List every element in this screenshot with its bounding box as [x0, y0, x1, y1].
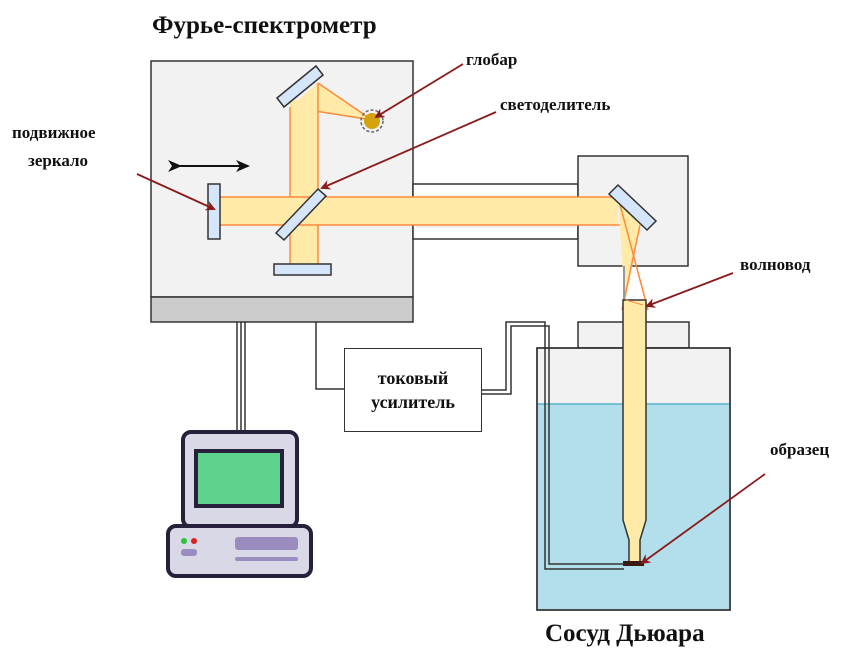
amplifier-label-1: токовый — [377, 368, 449, 388]
light-beam — [220, 82, 649, 311]
computer-icon — [166, 430, 313, 578]
waveguide — [622, 266, 647, 563]
spectrometer-title: Фурье-спектрометр — [152, 12, 377, 39]
current-amplifier-box: токовый усилитель — [344, 348, 482, 432]
pointer-arrows — [136, 63, 766, 565]
sample-label: образец — [770, 440, 830, 459]
sample — [623, 561, 644, 566]
mirror — [207, 64, 658, 276]
amplifier-label-2: усилитель — [371, 392, 455, 412]
beamsplitter-label: светоделитель — [500, 95, 611, 114]
globar-label: глобар — [466, 50, 518, 69]
moving-mirror-label-2: зеркало — [28, 151, 89, 170]
cable — [236, 321, 624, 570]
waveguide-label: волновод — [740, 255, 811, 274]
dewar-title: Сосуд Дьюара — [545, 620, 705, 647]
moving-mirror-label-1: подвижное — [12, 123, 96, 142]
